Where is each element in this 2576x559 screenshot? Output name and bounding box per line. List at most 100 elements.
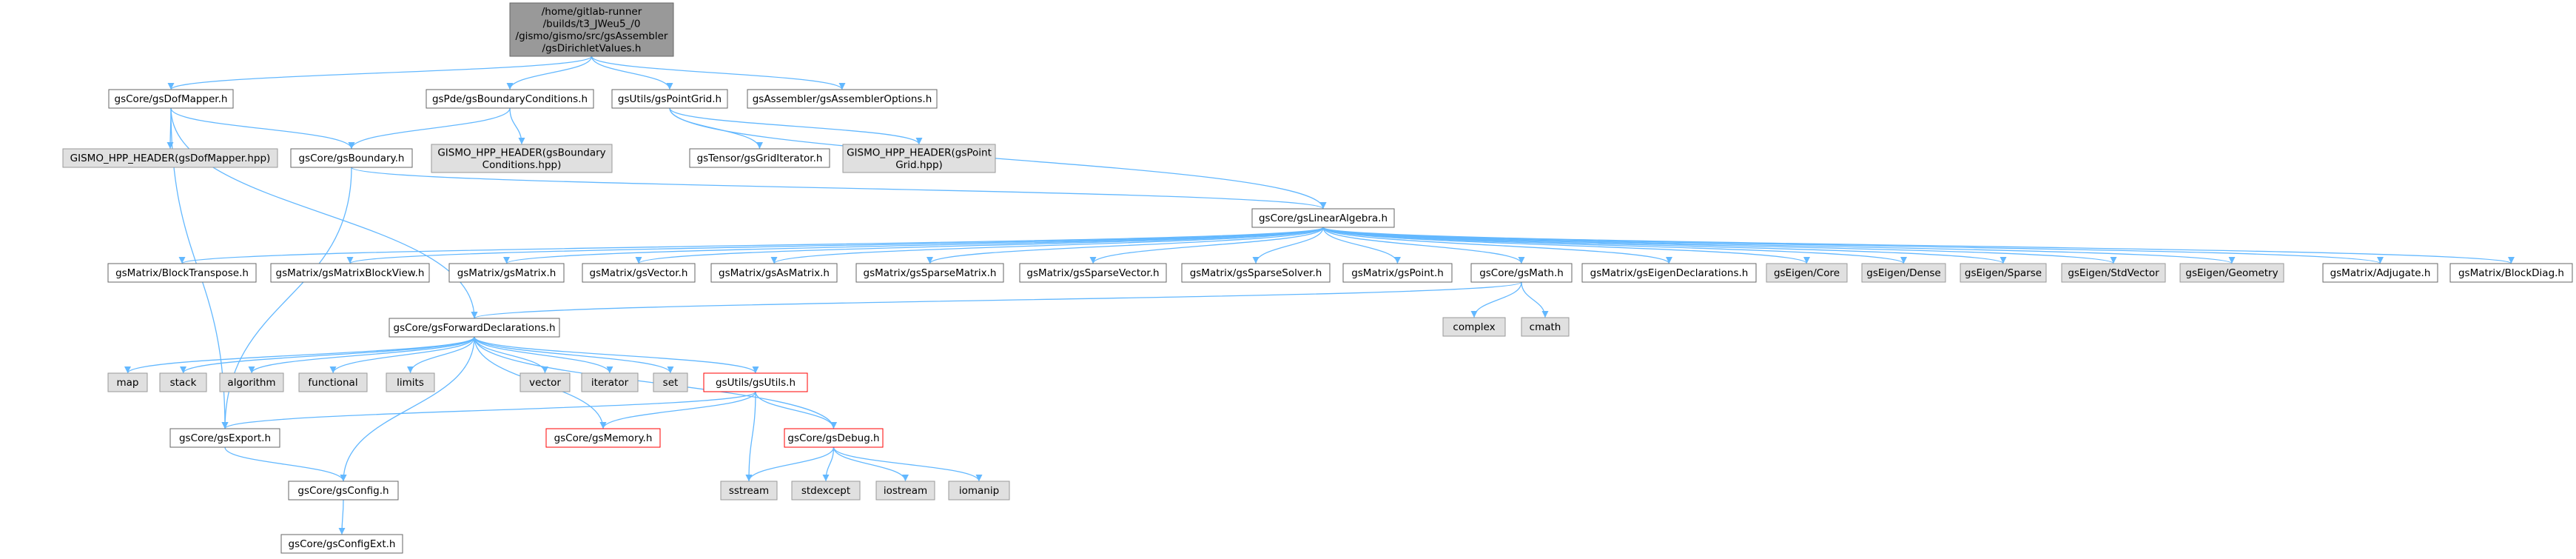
edge-linalg-to-eigenstdvector	[1322, 227, 2117, 264]
node-vector: vector	[519, 372, 571, 392]
node-gsmath[interactable]: gsCore/gsMath.h	[1470, 263, 1573, 283]
edge-boundary-to-linalg	[351, 167, 1327, 210]
node-asmatrix[interactable]: gsMatrix/gsAsMatrix.h	[710, 263, 838, 283]
edge-debug-to-iostream	[833, 446, 909, 482]
node-label-hpppointgrid-line-1: Grid.hpp)	[895, 159, 943, 171]
edge-root-to-pointgrid	[591, 56, 673, 90]
node-configext[interactable]: gsCore/gsConfigExt.h	[280, 534, 403, 554]
node-pointgrid[interactable]: gsUtils/gsPointGrid.h	[611, 89, 728, 109]
node-sparsevector[interactable]: gsMatrix/gsSparseVector.h	[1019, 263, 1167, 283]
node-blockview[interactable]: gsMatrix/gsMatrixBlockView.h	[270, 263, 430, 283]
node-box-config	[288, 481, 399, 501]
edge-linalg-to-gsmath	[1322, 227, 1525, 264]
node-box-hppdofmapper	[62, 148, 278, 168]
edge-root-to-dofmapper	[167, 56, 593, 90]
edge-utils-to-memory	[599, 391, 756, 429]
node-root[interactable]: /home/gitlab-runner/builds/t3_JWeu5_/0/g…	[509, 2, 674, 57]
node-label-adjugate-line-0: gsMatrix/Adjugate.h	[2330, 267, 2431, 279]
node-label-asmatrix-line-0: gsMatrix/gsAsMatrix.h	[719, 267, 830, 279]
node-box-linalg	[1251, 208, 1395, 228]
node-export[interactable]: gsCore/gsExport.h	[169, 428, 280, 448]
node-label-map-line-0: map	[117, 377, 139, 389]
node-gsmatrix[interactable]: gsMatrix/gsMatrix.h	[448, 263, 565, 283]
nodes-layer: /home/gitlab-runner/builds/t3_JWeu5_/0/g…	[62, 2, 2573, 554]
node-utils[interactable]: gsUtils/gsUtils.h	[703, 372, 808, 392]
node-adjugate[interactable]: gsMatrix/Adjugate.h	[2322, 263, 2438, 283]
node-eigendense: gsEigen/Dense	[1861, 263, 1946, 283]
node-label-gsvector-line-0: gsMatrix/gsVector.h	[590, 267, 688, 279]
edge-debug-to-sstream	[745, 446, 835, 482]
node-memory[interactable]: gsCore/gsMemory.h	[545, 428, 661, 448]
node-box-eigensparse	[1960, 263, 2047, 283]
node-stdexcept: stdexcept	[791, 481, 861, 501]
node-label-sstream-line-0: sstream	[729, 485, 769, 497]
node-box-functional	[298, 372, 368, 392]
edge-linalg-to-asmatrix	[770, 227, 1324, 264]
node-box-memory	[545, 428, 661, 448]
edge-fwddecl-to-map	[124, 336, 475, 374]
node-debug[interactable]: gsCore/gsDebug.h	[784, 428, 884, 448]
node-label-gsmath-line-0: gsCore/gsMath.h	[1479, 267, 1564, 279]
edge-linalg-to-sparsematrix	[927, 227, 1324, 264]
node-label-boundary-line-0: gsCore/gsBoundary.h	[299, 153, 405, 164]
node-limits: limits	[386, 372, 435, 392]
node-label-asmopts-line-0: gsAssembler/gsAssemblerOptions.h	[753, 93, 932, 105]
node-box-iomanip	[948, 481, 1010, 501]
node-label-eigengeometry-line-0: gsEigen/Geometry	[2185, 267, 2278, 279]
node-boundary[interactable]: gsCore/gsBoundary.h	[290, 148, 413, 168]
node-griditer[interactable]: gsTensor/gsGridIterator.h	[689, 148, 830, 168]
node-label-gsmatrix-line-0: gsMatrix/gsMatrix.h	[457, 267, 556, 279]
edge-debug-to-stdexcept	[822, 446, 835, 482]
node-gspoint[interactable]: gsMatrix/gsPoint.h	[1342, 263, 1453, 283]
node-box-algorithm	[219, 372, 284, 392]
node-box-iostream	[875, 481, 935, 501]
node-label-export-line-0: gsCore/gsExport.h	[179, 432, 271, 444]
node-box-gsmatrix	[448, 263, 565, 283]
node-sstream: sstream	[720, 481, 778, 501]
edge-linalg-to-gsmatrix	[503, 227, 1324, 264]
node-box-map	[107, 372, 148, 392]
edge-linalg-to-eigendecl	[1322, 227, 1672, 264]
node-eigenstdvector: gsEigen/StdVector	[2061, 263, 2166, 283]
node-asmopts[interactable]: gsAssembler/gsAssemblerOptions.h	[747, 89, 938, 109]
node-box-blockdiag	[2449, 263, 2573, 283]
node-eigengeometry: gsEigen/Geometry	[2179, 263, 2284, 283]
node-label-eigendense-line-0: gsEigen/Dense	[1866, 267, 1940, 279]
node-box-eigencore	[1766, 263, 1848, 283]
node-box-hppbc	[431, 144, 613, 173]
node-box-cmath	[1521, 317, 1570, 337]
node-sparsematrix[interactable]: gsMatrix/gsSparseMatrix.h	[855, 263, 1004, 283]
node-label-eigencore-line-0: gsEigen/Core	[1774, 267, 1840, 279]
node-label-sparsematrix-line-0: gsMatrix/gsSparseMatrix.h	[864, 267, 997, 279]
node-label-blockdiag-line-0: gsMatrix/BlockDiag.h	[2458, 267, 2564, 279]
edge-fwddecl-to-iterator	[474, 336, 613, 374]
node-blockdiag[interactable]: gsMatrix/BlockDiag.h	[2449, 263, 2573, 283]
node-label-root-line-1: /builds/t3_JWeu5_/0	[543, 18, 641, 30]
node-box-pointgrid	[611, 89, 728, 109]
node-label-pointgrid-line-0: gsUtils/gsPointGrid.h	[618, 93, 722, 105]
node-config[interactable]: gsCore/gsConfig.h	[288, 481, 399, 501]
node-label-algorithm-line-0: algorithm	[227, 377, 275, 389]
node-fwddecl[interactable]: gsCore/gsForwardDeclarations.h	[389, 318, 560, 338]
node-label-set-line-0: set	[663, 377, 679, 389]
node-sparsesolver[interactable]: gsMatrix/gsSparseSolver.h	[1181, 263, 1331, 283]
edge-utils-to-export	[221, 391, 756, 429]
node-gsvector[interactable]: gsMatrix/gsVector.h	[582, 263, 696, 283]
edge-config-to-configext	[338, 499, 346, 535]
node-label-vector-line-0: vector	[529, 377, 561, 389]
node-pdebc[interactable]: gsPde/gsBoundaryConditions.h	[426, 89, 594, 109]
node-eigendecl[interactable]: gsMatrix/gsEigenDeclarations.h	[1581, 263, 1757, 283]
node-eigencore: gsEigen/Core	[1766, 263, 1848, 283]
edge-linalg-to-eigendense	[1322, 227, 1907, 264]
node-label-griditer-line-0: gsTensor/gsGridIterator.h	[697, 153, 823, 164]
node-label-sparsevector-line-0: gsMatrix/gsSparseVector.h	[1026, 267, 1159, 279]
node-box-sstream	[720, 481, 778, 501]
node-box-set	[653, 372, 688, 392]
node-blocktranspose[interactable]: gsMatrix/BlockTranspose.h	[107, 263, 257, 283]
node-linalg[interactable]: gsCore/gsLinearAlgebra.h	[1251, 208, 1395, 228]
node-label-fwddecl-line-0: gsCore/gsForwardDeclarations.h	[394, 322, 556, 334]
node-box-blockview	[270, 263, 430, 283]
node-dofmapper[interactable]: gsCore/gsDofMapper.h	[108, 89, 234, 109]
node-label-pdebc-line-0: gsPde/gsBoundaryConditions.h	[432, 93, 588, 105]
node-label-root-line-2: /gismo/gismo/src/gsAssembler	[516, 30, 668, 42]
